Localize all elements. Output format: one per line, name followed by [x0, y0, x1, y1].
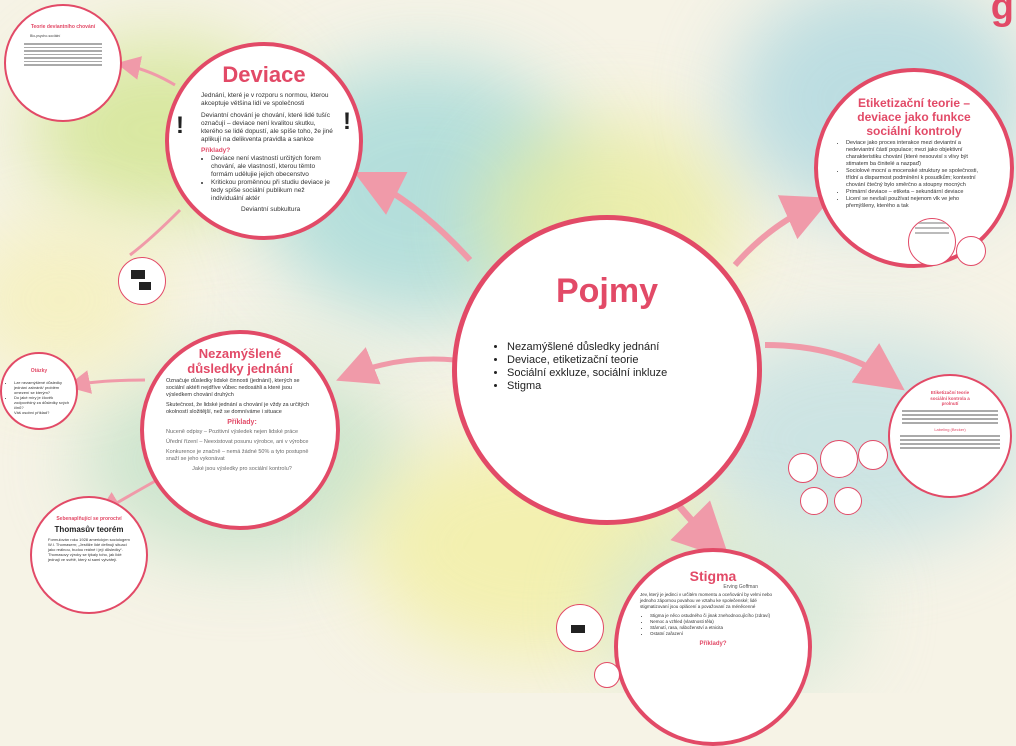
- thumbnail-circle[interactable]: [834, 487, 862, 515]
- stigma-examples: Příklady?: [699, 641, 727, 647]
- list-item: Deviace, etiketizační teorie: [507, 354, 757, 367]
- stigma-author: Erving Goffman: [723, 584, 758, 590]
- deviace-title: Deviace: [222, 62, 306, 87]
- etik-detail-circle[interactable]: Etiketizační teorie sociální kontrola a …: [888, 374, 1012, 498]
- nezam-examples: Příklady:: [227, 419, 257, 426]
- etik-bullets: Deviace jako proces interakce mezi devia…: [836, 140, 988, 210]
- list-item: Váš osobní příklad?: [14, 410, 70, 415]
- list-item: Lze nezamýšlené důsledky jednání zabráni…: [14, 380, 70, 395]
- list-item: Licení se nevšali používat nejenom vlk v…: [846, 196, 988, 210]
- deviace-p1: Jednání, které je v rozporu s normou, kt…: [201, 92, 329, 107]
- nezam-line: Jaké jsou výsledky pro sociální kontrolu…: [192, 466, 292, 472]
- otazky-list: Lze nezamýšlené důsledky jednání zabráni…: [2, 378, 76, 415]
- nezam-line: Konkurence je značně – nemá žádné 50% a …: [166, 449, 309, 462]
- otazky-circle[interactable]: Otázky Lze nezamýšlené důsledky jednání …: [0, 352, 78, 430]
- corner-glyph: g: [990, 0, 1014, 28]
- thumbnail-circle[interactable]: [594, 662, 620, 688]
- nezam-circle[interactable]: Nezamýšlené důsledky jednání Označuje dů…: [140, 330, 340, 530]
- thomas-subtitle: Sebenaplňující se proroctví: [56, 516, 122, 522]
- stigma-title: Stigma: [689, 568, 737, 584]
- thumbnail-circle[interactable]: [820, 440, 858, 478]
- list-item: Kritickou proměnnou při studiu deviace j…: [211, 179, 333, 203]
- main-list: Nezamýšlené důsledky jednání Deviace, et…: [493, 341, 757, 393]
- arrow-nezam-left: [66, 370, 146, 394]
- arrow-to-deviace: [353, 171, 473, 263]
- list-item: Do jaké míry je člověk zodpovědný za důs…: [14, 395, 70, 410]
- etik-circle[interactable]: Etiketizační teorie – deviace jako funkc…: [814, 68, 1014, 268]
- arrow-to-etik: [732, 195, 832, 267]
- etik-detail-title: Etiketizační teorie sociální kontrola a …: [930, 390, 970, 406]
- stigma-circle[interactable]: Stigma Erving Goffman Jev, který je jedi…: [614, 548, 812, 746]
- thumbnail-circle[interactable]: [956, 236, 986, 266]
- etik-title: Etiketizační teorie – deviace jako funkc…: [857, 96, 971, 138]
- stigma-bullets: Stigma je něco ostudného či jinak znehod…: [640, 613, 786, 637]
- arrow-to-nezam: [336, 347, 456, 385]
- deviace-bullets: Deviace není vlastností určitých forem c…: [201, 155, 333, 203]
- thumbnail-circle[interactable]: [788, 453, 818, 483]
- thomas-text: Formulován roku 1928 americkým sociologe…: [48, 537, 130, 562]
- arrows-layer: [66, 56, 905, 560]
- deviace-last: Deviantní subkultura: [241, 206, 301, 213]
- nezam-p2: Skutečnost, že lidské jednání a chování …: [166, 402, 310, 415]
- thumbnail-circle[interactable]: [858, 440, 888, 470]
- nezam-line: Úřední řízení – Neexistovat posunu výrob…: [166, 439, 309, 445]
- tl-title: Teorie deviantního chování: [30, 24, 96, 30]
- stigma-p1: Jev, který je jedinci v určitém momentu …: [640, 592, 772, 609]
- nezam-title: Nezamýšlené důsledky jednání: [187, 346, 293, 376]
- deviace-p2: Deviantní chování je chování, které lidé…: [201, 112, 333, 143]
- list-item: Stigma je něco ostudného či jinak znehod…: [650, 613, 786, 619]
- deviace-circle[interactable]: Deviace Jednání, které je v rozporu s no…: [165, 42, 363, 240]
- main-title: Pojmy: [555, 272, 659, 310]
- deviace-examples: Příklady?: [201, 147, 231, 154]
- etik-detail-text: [890, 409, 1010, 424]
- tl-circle[interactable]: Teorie deviantního chování Bio-psycho-so…: [4, 4, 122, 122]
- list-item: Nezamýšlené důsledky jednání: [507, 341, 757, 354]
- nezam-p1: Označuje důsledky lidské činnosti (jedná…: [166, 378, 300, 398]
- list-item: Deviace není vlastností určitých forem c…: [211, 155, 333, 179]
- thomas-circle[interactable]: Sebenaplňující se proroctví Thomasův teo…: [30, 496, 148, 614]
- list-item: Sociolové mocní a mocenské struktury se …: [846, 168, 988, 189]
- list-item: Sociální exkluze, sociální inkluze: [507, 367, 757, 380]
- list-item: Nemoc a vzhled (vlastnosti těla): [650, 619, 786, 625]
- main-circle[interactable]: Pojmy Nezamýšlené důsledky jednání Devia…: [452, 215, 762, 525]
- list-item: Ostatní zařazení: [650, 631, 786, 637]
- list-item: Deviace jako proces interakce mezi devia…: [846, 140, 988, 168]
- otazky-title: Otázky: [30, 368, 48, 374]
- exclamation-icon: !: [176, 112, 184, 139]
- thumbnail-circle[interactable]: [118, 257, 166, 305]
- etik-detail-section: Labeling (Becker): [934, 426, 966, 432]
- list-item: Stigma: [507, 380, 757, 393]
- list-item: Stárnutí, rasa, náboženství a etnicita: [650, 625, 786, 631]
- arrow-deviace-topleft: [116, 56, 176, 87]
- arrow-to-right-circle: [764, 342, 905, 391]
- thomas-title: Thomasův teorém: [54, 525, 124, 534]
- tl-subtitle: Bio-psycho-sociální: [30, 34, 61, 38]
- arrow-deviace-down: [129, 208, 182, 257]
- exclamation-icon: !: [343, 108, 351, 135]
- nezam-line: Nuceně odpisy – Pozitivní výsledek nejen…: [166, 429, 299, 435]
- thumbnail-circle[interactable]: [800, 487, 828, 515]
- thumbnail-circle[interactable]: [556, 604, 604, 652]
- thumbnail-circle[interactable]: [908, 218, 956, 266]
- list-item: Primární deviace – etiketa – sekundární …: [846, 189, 988, 196]
